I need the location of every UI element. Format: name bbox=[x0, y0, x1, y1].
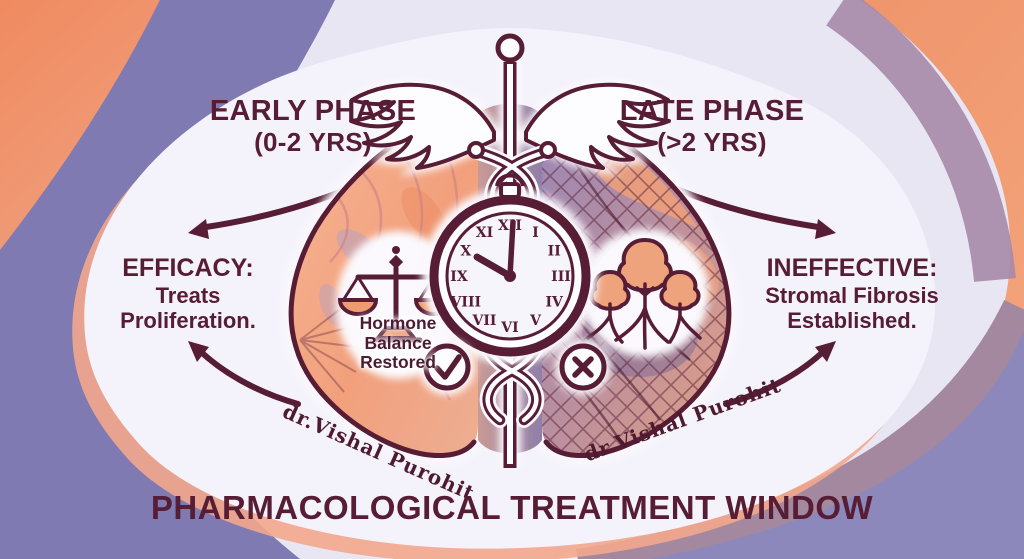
late-phase-heading: LATE PHASE (>2 YRS) bbox=[567, 95, 857, 157]
efficacy-line3: Proliferation. bbox=[120, 307, 256, 333]
fibrosis-trees-icon bbox=[581, 229, 709, 357]
svg-text:I: I bbox=[532, 225, 539, 241]
arrow-up-left-icon bbox=[188, 341, 301, 407]
svg-text:X: X bbox=[460, 244, 471, 260]
ineffective-line2: Stromal Fibrosis bbox=[765, 282, 939, 308]
clock-hands bbox=[473, 219, 516, 282]
cross-icon bbox=[555, 339, 611, 395]
efficacy-line2: Treats bbox=[155, 282, 221, 308]
efficacy-line1: EFFICACY: bbox=[122, 254, 254, 282]
clock-numerals: XII I II III IV V VI VII VIII IX X XI bbox=[450, 218, 571, 336]
svg-text:XII: XII bbox=[498, 218, 522, 234]
early-phase-heading: EARLY PHASE (0-2 YRS) bbox=[168, 95, 458, 157]
early-phase-title: EARLY PHASE bbox=[209, 95, 417, 127]
early-phase-subtitle: (0-2 YRS) bbox=[254, 126, 372, 157]
hormone-line2: Balance bbox=[364, 332, 432, 353]
check-icon bbox=[419, 339, 475, 395]
late-phase-subtitle: (>2 YRS) bbox=[657, 126, 767, 157]
svg-text:VII: VII bbox=[472, 313, 497, 329]
svg-text:IX: IX bbox=[450, 269, 468, 285]
svg-text:V: V bbox=[529, 313, 542, 329]
ineffective-line1: INEFFECTIVE: bbox=[766, 254, 938, 282]
hormone-balance-label: Hormone Balance Restored bbox=[318, 313, 478, 373]
hormone-line1: Hormone bbox=[359, 313, 437, 333]
svg-text:II: II bbox=[548, 244, 561, 260]
tree-roots bbox=[586, 282, 702, 350]
svg-text:VIII: VIII bbox=[450, 295, 482, 311]
ineffective-label: INEFFECTIVE: Stromal Fibrosis Establishe… bbox=[726, 254, 978, 333]
svg-text:IV: IV bbox=[545, 295, 564, 311]
svg-text:III: III bbox=[551, 269, 571, 285]
svg-text:XI: XI bbox=[476, 225, 493, 241]
main-title: PHARMACOLOGICAL TREATMENT WINDOW bbox=[150, 489, 874, 526]
svg-text:VI: VI bbox=[500, 320, 518, 336]
clock-icon: XII I II III IV V VI VII VIII IX X XI bbox=[422, 173, 598, 364]
late-phase-title: LATE PHASE bbox=[619, 95, 805, 127]
hormone-line3: Restored bbox=[360, 352, 436, 373]
efficacy-label: EFFICACY: Treats Proliferation. bbox=[62, 254, 314, 333]
ineffective-line3: Established. bbox=[787, 307, 917, 333]
arrow-up-right-icon bbox=[723, 341, 836, 407]
